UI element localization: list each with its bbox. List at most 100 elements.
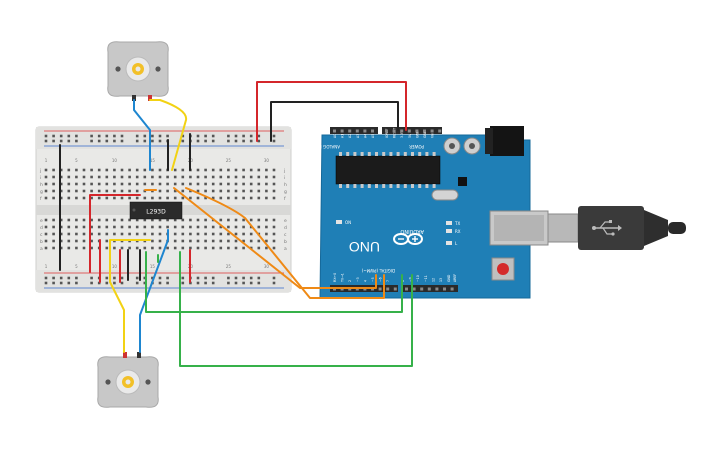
analog-in-label: ANALOG IN <box>318 144 340 149</box>
breadboard-hole <box>105 196 109 200</box>
breadboard-hole <box>242 239 245 243</box>
breadboard-rail-hole <box>249 134 253 138</box>
uno-label: UNO <box>349 239 380 255</box>
breadboard-rail-hole <box>227 276 230 280</box>
breadboard-hole <box>242 189 245 193</box>
wire-bottom-motor-blue <box>139 229 169 353</box>
breadboard-hole <box>219 175 223 179</box>
power-pin-label: 3.3V <box>400 130 404 138</box>
analog-pin-label: A4 <box>363 134 367 138</box>
digital-pin-label: TX→1 <box>341 273 345 283</box>
breadboard-hole <box>44 232 48 236</box>
breadboard-hole <box>204 239 207 243</box>
breadboard-hole <box>234 246 238 250</box>
breadboard-hole <box>82 232 86 236</box>
row-letter: e <box>40 219 43 224</box>
row-letter: d <box>284 225 287 231</box>
breadboard-hole <box>105 232 109 236</box>
breadboard-rail-hole <box>227 139 230 143</box>
column-number: 15 <box>150 158 156 163</box>
breadboard-hole <box>166 218 169 222</box>
arduino-logo-icon <box>393 233 423 245</box>
breadboard-hole <box>257 175 261 179</box>
breadboard-rail-hole <box>52 134 55 138</box>
breadboard-hole <box>105 175 109 179</box>
breadboard-hole <box>143 246 147 250</box>
row-letter: j <box>39 168 41 174</box>
breadboard-hole <box>105 239 109 243</box>
breadboard-hole <box>181 175 185 179</box>
breadboard-hole <box>143 182 147 186</box>
breadboard-rail-hole <box>234 134 238 138</box>
gear-icon <box>132 63 144 75</box>
breadboard-hole <box>151 246 154 250</box>
breadboard-hole <box>204 175 207 179</box>
breadboard-hole <box>219 218 223 222</box>
crystal <box>431 189 459 201</box>
wire-bottom-motor-yellow <box>109 239 151 353</box>
breadboard-hole <box>166 225 169 229</box>
breadboard-hole <box>44 168 48 172</box>
header-pin <box>423 129 426 133</box>
row-letter: d <box>40 225 43 231</box>
breadboard-hole <box>113 175 116 179</box>
breadboard-hole <box>181 232 185 236</box>
breadboard-hole <box>143 232 147 236</box>
breadboard-rail-hole <box>90 134 93 138</box>
breadboard-hole <box>67 189 71 193</box>
breadboard-hole <box>59 246 63 250</box>
breadboard-rail-hole <box>158 139 162 143</box>
breadboard-hole <box>204 218 207 222</box>
header-pin <box>355 129 359 133</box>
chip-label: L293D <box>146 209 166 216</box>
breadboard-rail-hole <box>67 281 71 285</box>
breadboard-rail-hole <box>120 276 124 280</box>
header-pin <box>386 287 390 291</box>
breadboard-rail-hole <box>105 139 109 143</box>
breadboard-hole <box>97 189 101 193</box>
breadboard-hole <box>265 232 268 236</box>
bottom-motor <box>97 352 159 408</box>
breadboard-hole <box>257 182 261 186</box>
breadboard-hole <box>120 182 124 186</box>
breadboard-hole <box>242 168 245 172</box>
breadboard-hole <box>242 196 245 200</box>
wire-pin9 <box>145 251 403 313</box>
column-number: 30 <box>264 264 270 269</box>
breadboard-hole <box>113 218 116 222</box>
breadboard-hole <box>227 196 230 200</box>
breadboard-hole <box>105 182 109 186</box>
breadboard-hole <box>181 239 185 243</box>
breadboard-rail-hole <box>143 139 147 143</box>
breadboard-hole <box>52 225 55 229</box>
wire-5v <box>256 81 407 142</box>
breadboard-hole <box>219 168 223 172</box>
analog-pin-label: A3 <box>356 134 360 138</box>
breadboard-rail-hole <box>211 281 215 285</box>
reset-button-cap[interactable] <box>497 263 509 275</box>
breadboard-hole <box>249 189 253 193</box>
breadboard-hole <box>173 168 177 172</box>
header-pin <box>412 287 416 291</box>
column-number: 15 <box>150 264 156 269</box>
breadboard-hole <box>59 182 63 186</box>
breadboard-hole <box>272 239 276 243</box>
breadboard-rail-hole <box>227 281 230 285</box>
breadboard-hole <box>82 218 86 222</box>
breadboard-hole <box>265 175 268 179</box>
breadboard-hole <box>75 218 78 222</box>
breadboard-hole <box>189 218 192 222</box>
breadboard-hole <box>90 232 93 236</box>
row-letter: g <box>40 190 43 195</box>
breadboard-rail-hole <box>204 139 207 143</box>
digital-pin-label: 4 <box>363 280 367 282</box>
header-pin <box>427 287 431 291</box>
breadboard-hole <box>265 218 268 222</box>
breadboard-hole <box>211 175 215 179</box>
column-number: 5 <box>75 264 78 269</box>
breadboard-hole <box>181 246 185 250</box>
breadboard-hole <box>227 232 230 236</box>
breadboard-hole <box>219 246 223 250</box>
breadboard-rail-hole <box>234 139 238 143</box>
